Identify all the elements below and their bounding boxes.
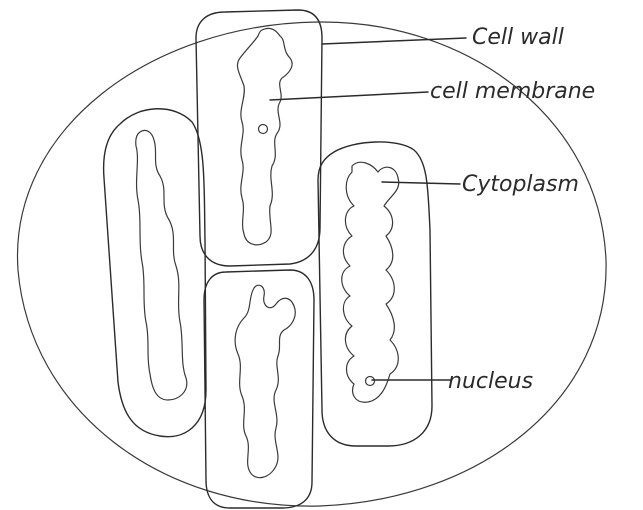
cytoplasm-label: Cytoplasm bbox=[462, 172, 579, 197]
cell-wall bbox=[318, 142, 432, 446]
cell-top-center bbox=[196, 10, 322, 266]
cell-membrane bbox=[235, 285, 295, 477]
cell-wall bbox=[104, 109, 206, 437]
cell-membrane-leader bbox=[270, 92, 428, 100]
cell-membrane bbox=[342, 162, 399, 402]
cytoplasm-leader bbox=[382, 182, 460, 184]
cell-wall-label: Cell wall bbox=[472, 25, 564, 50]
cell-left bbox=[104, 109, 206, 437]
cell-right bbox=[318, 142, 432, 446]
cell-membrane bbox=[136, 130, 187, 400]
cell-membrane-label: cell membrane bbox=[430, 79, 595, 104]
cell-wall bbox=[196, 10, 322, 266]
cell-membrane bbox=[237, 28, 292, 244]
cell-wall bbox=[204, 270, 314, 508]
nucleus bbox=[259, 125, 268, 134]
cell-bottom-center bbox=[204, 270, 314, 508]
nucleus bbox=[366, 377, 375, 386]
cell-wall-leader bbox=[322, 38, 466, 44]
nucleus-label: nucleus bbox=[448, 369, 533, 394]
